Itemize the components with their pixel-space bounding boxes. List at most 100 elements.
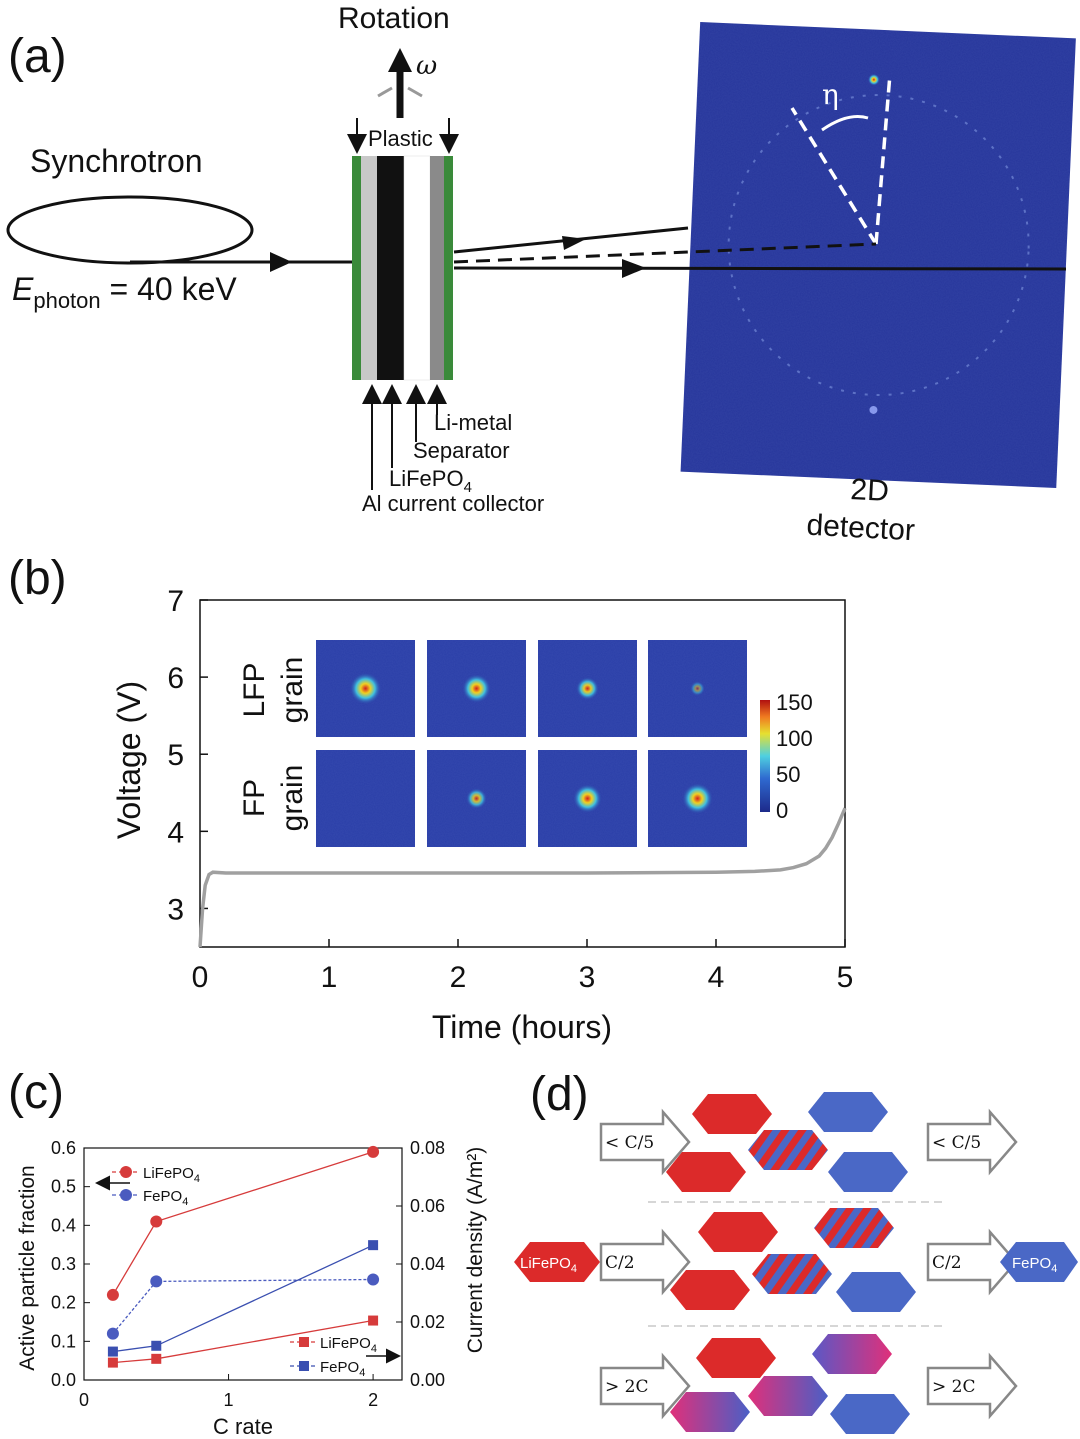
- row-label-lfp-grain: grain: [276, 657, 309, 724]
- y-tick-label-b: 3: [167, 893, 184, 926]
- panel-a: (a) Synchrotron Ephoton = 40 keV Rotatio…: [6, 2, 1076, 548]
- grain-spot: [466, 788, 487, 809]
- legend-marker-lfp-circle: [120, 1166, 132, 1178]
- transmitted-beam: [453, 266, 1067, 271]
- y-tick-label-c-right: 0.00: [410, 1370, 445, 1390]
- cell-al-collector: [361, 156, 377, 380]
- chart-c-series: [106, 1145, 380, 1368]
- series-line-fepo4-circle: [112, 1278, 374, 1335]
- data-point-fepo4-circle: [367, 1273, 380, 1286]
- y-axis-label-c-left: Active particle fraction: [16, 1165, 39, 1370]
- hex-lifepo4-label: LiFePO4: [520, 1255, 577, 1275]
- x-axis-label-c: C rate: [213, 1414, 273, 1439]
- eta-line-2: [874, 73, 892, 245]
- hex-mixed-gradient: [748, 1376, 828, 1416]
- diffraction-ring: [727, 94, 1030, 397]
- transmitted-arrowhead: [622, 259, 646, 278]
- lifepo4-label: LiFePO4: [389, 466, 472, 496]
- eta-line-1: [790, 107, 878, 245]
- x-tick-label-c: 1: [224, 1390, 234, 1410]
- eta-arc: [821, 115, 869, 132]
- rotation-label: Rotation: [338, 2, 450, 35]
- hex-lfp: [670, 1270, 750, 1310]
- beam-arrowhead: [270, 252, 292, 272]
- hex-mixed-gradient: [670, 1392, 750, 1432]
- hex-lfp: [698, 1212, 778, 1252]
- x-tick-label-b: 3: [579, 961, 596, 994]
- panel-d-label: (d): [530, 1068, 589, 1121]
- hex-mixed-striped: [748, 1130, 828, 1170]
- data-point-lifepo4-circle: [367, 1145, 380, 1158]
- y-tick-label-c-right: 0.06: [410, 1196, 445, 1216]
- cell-green-right: [444, 156, 453, 380]
- chart-b-frame: [199, 599, 846, 948]
- y-tick-label-c-left: 0.5: [51, 1177, 76, 1197]
- hex-fp: [828, 1152, 908, 1192]
- data-point-fepo4-circle: [150, 1275, 163, 1288]
- data-point-fepo4-square: [107, 1346, 118, 1357]
- x-tick-label-b: 4: [708, 961, 725, 994]
- photon-energy-label: Ephoton = 40 keV: [12, 271, 237, 313]
- rotation-gray-arrows: [377, 86, 423, 98]
- hex-fp: [808, 1092, 888, 1132]
- rate-arrow-out-2-label: C/2: [932, 1253, 962, 1273]
- hex-fp: [830, 1394, 910, 1434]
- eta-symbol: η: [822, 78, 839, 111]
- panel-b-label: (b): [8, 552, 67, 605]
- rate-arrow-in-3: [599, 1352, 691, 1420]
- rate-arrow-out-2: [926, 1228, 1018, 1296]
- data-point-fepo4-square: [151, 1340, 162, 1351]
- y-tick-label-b: 4: [167, 816, 184, 849]
- hex-mixed-striped: [814, 1208, 894, 1248]
- x-tick-label-b: 5: [837, 961, 854, 994]
- cell-li-metal: [430, 156, 444, 380]
- y-tick-label-c-left: 0.2: [51, 1293, 76, 1313]
- hex-lfp: [692, 1094, 772, 1134]
- data-point-lifepo4-square: [368, 1315, 379, 1326]
- legend-label-lfp-circle: LiFePO4: [143, 1165, 200, 1185]
- detector-label-2: detector: [806, 509, 916, 548]
- x-tick-label-b: 2: [450, 961, 467, 994]
- hex-fepo4-label: FePO4: [1012, 1255, 1057, 1275]
- legend-label-fp-circle: FePO4: [143, 1188, 188, 1208]
- row-label-fp-grain: grain: [276, 765, 309, 832]
- legend-label-fp-square: FePO4: [320, 1359, 365, 1379]
- x-tick-label-b: 1: [321, 961, 338, 994]
- x-axis-label-b: Time (hours): [432, 1009, 612, 1045]
- data-point-lifepo4-square: [151, 1353, 162, 1364]
- hex-fepo4-product: [1000, 1242, 1078, 1282]
- grain-spot: [462, 674, 491, 703]
- particle-hexagons: [666, 1092, 916, 1434]
- y-tick-label-b: 6: [167, 662, 184, 695]
- hex-lfp: [666, 1152, 746, 1192]
- row-label-fp: FP: [238, 779, 271, 817]
- y-tick-label-c-right: 0.04: [410, 1254, 445, 1274]
- y-tick-label-c-right: 0.02: [410, 1312, 445, 1332]
- plastic-label: Plastic: [368, 126, 433, 151]
- rate-arrow-out-1: [926, 1108, 1018, 1176]
- y-axis-label-c-right: Current density (A/m²): [464, 1147, 487, 1354]
- grain-spot: [690, 681, 705, 696]
- colorbar-tick-50: 50: [776, 762, 800, 787]
- y-tick-label-c-left: 0.0: [51, 1370, 76, 1390]
- legend-marker-fp-circle: [120, 1189, 132, 1201]
- rotation-arrowhead: [388, 48, 412, 72]
- rate-arrow-out-1-label: < C/5: [932, 1133, 981, 1153]
- synchrotron-ring: [6, 195, 254, 265]
- detector-image: [680, 22, 1076, 488]
- cell-lifepo4: [377, 156, 404, 380]
- grain-maps: [316, 640, 747, 847]
- y-axis-label-b: Voltage (V): [111, 681, 147, 839]
- y-tick-label-b: 7: [167, 585, 184, 618]
- rate-arrow-in-1-label: < C/5: [605, 1133, 654, 1153]
- cell-green-left: [352, 156, 361, 380]
- y-tick-label-c-right: 0.08: [410, 1138, 445, 1158]
- diffracted-arrowhead-upper: [562, 236, 586, 250]
- x-tick-label-c: 2: [368, 1390, 378, 1410]
- cell-separator: [403, 155, 431, 381]
- y-tick-label-b: 5: [167, 739, 184, 772]
